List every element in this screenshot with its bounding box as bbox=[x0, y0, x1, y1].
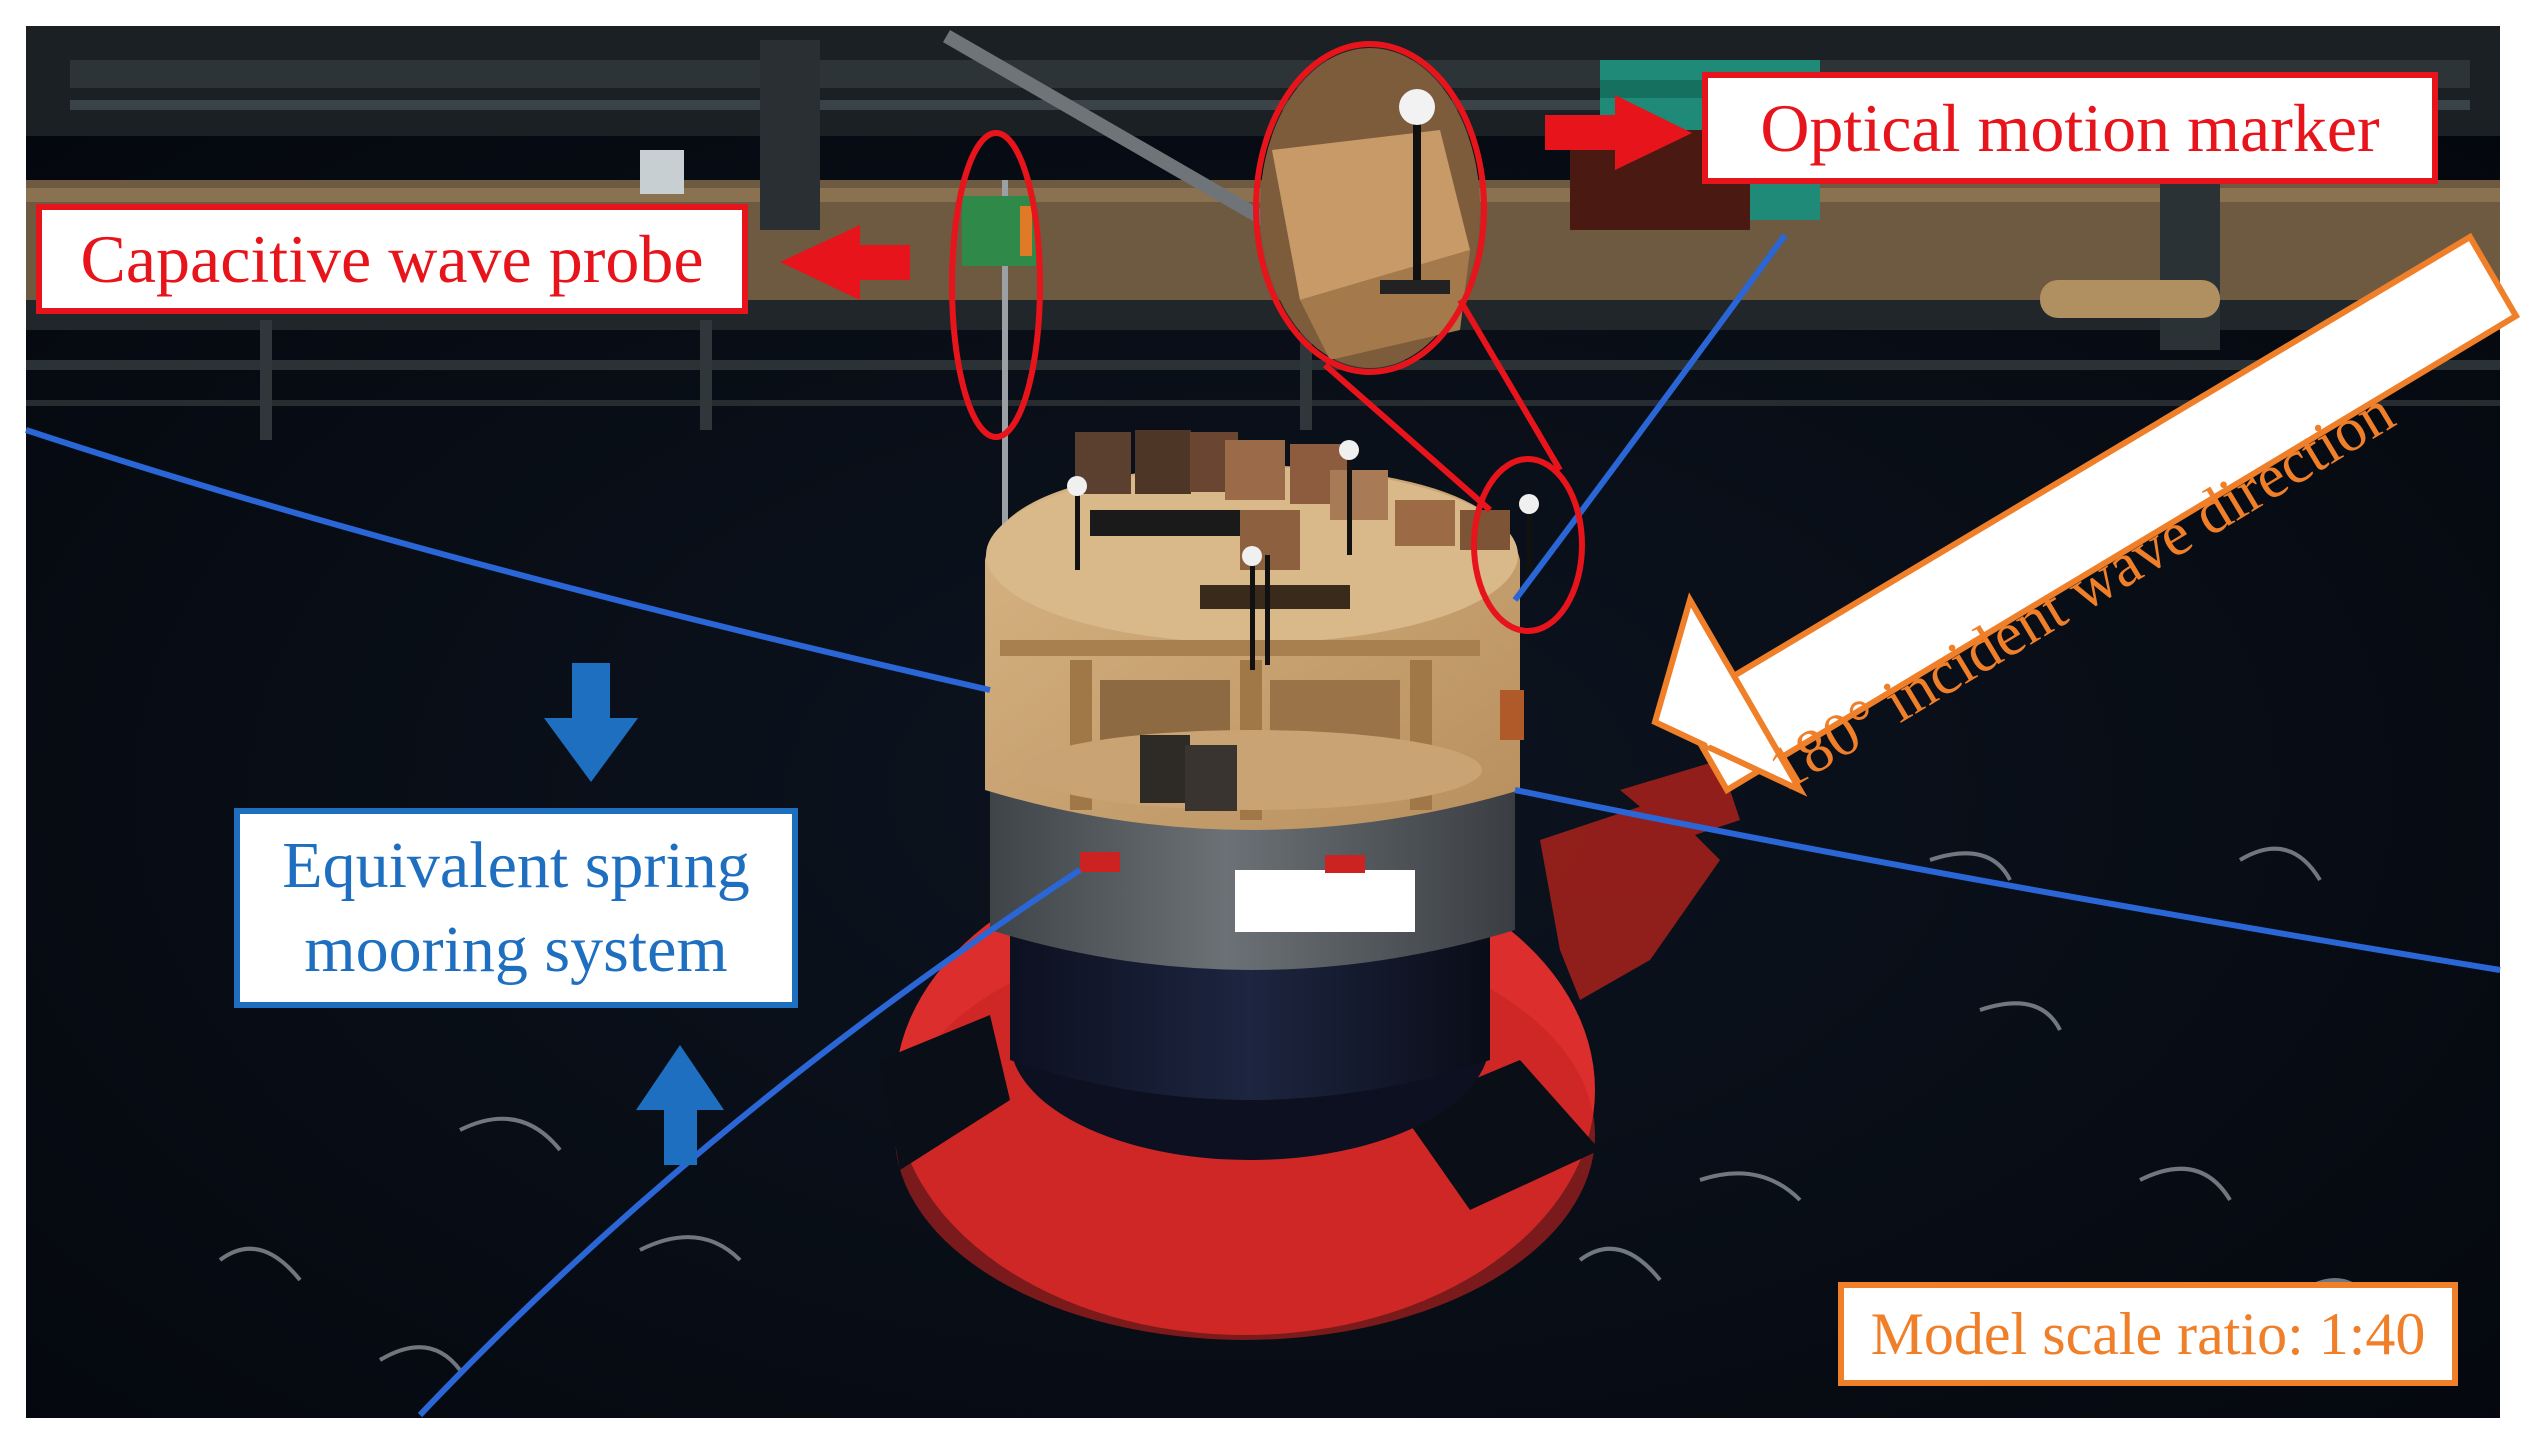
optical-motion-marker-label: Optical motion marker bbox=[1702, 72, 2438, 184]
ballast-weights bbox=[1075, 430, 1524, 811]
lower-hull bbox=[1010, 930, 1490, 1100]
wave-probe-rod bbox=[1002, 180, 1008, 800]
model-scale-text: Model scale ratio: 1:40 bbox=[1870, 1300, 2426, 1367]
wave-arrow-head bbox=[1651, 592, 1808, 797]
arrow-left-icon bbox=[780, 225, 910, 300]
model-scale-label: Model scale ratio: 1:40 bbox=[1838, 1282, 2458, 1386]
red-projection bbox=[1540, 760, 1740, 1000]
red-highlight-ellipses bbox=[949, 41, 1585, 634]
optical-markers bbox=[1067, 440, 1539, 670]
capacitive-wave-probe-label: Capacitive wave probe bbox=[36, 204, 748, 314]
arrow-right-icon bbox=[1545, 95, 1692, 170]
arrow-down-icon bbox=[544, 663, 638, 782]
water-reflections bbox=[218, 846, 2372, 1372]
capacitive-wave-probe-text: Capacitive wave probe bbox=[80, 220, 704, 297]
arrow-down-left-icon bbox=[1675, 232, 2521, 795]
optical-motion-marker-text: Optical motion marker bbox=[1760, 89, 2380, 166]
mooring-label-line1: Equivalent spring bbox=[282, 829, 750, 902]
mooring-lines bbox=[25, 233, 2501, 1418]
arrow-up-icon bbox=[636, 1045, 724, 1165]
marker-zoom-inset bbox=[1260, 48, 1480, 368]
mooring-system-label: Equivalent spring mooring system bbox=[234, 808, 798, 1008]
mooring-label-line2: mooring system bbox=[304, 913, 728, 986]
